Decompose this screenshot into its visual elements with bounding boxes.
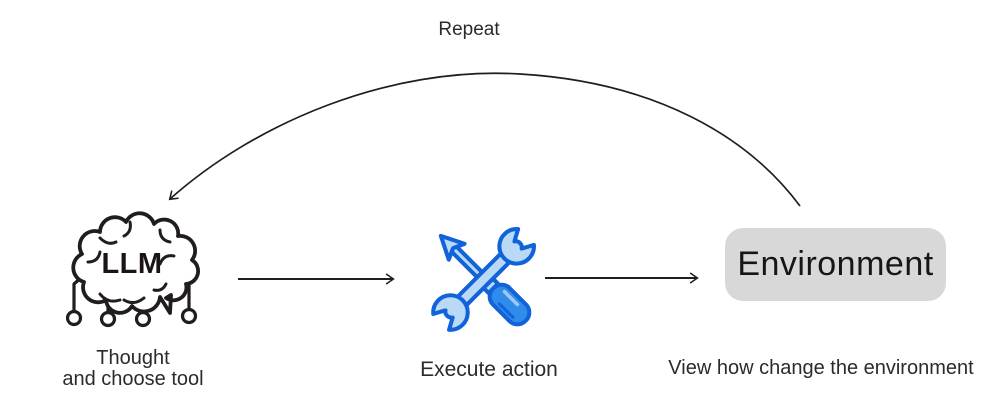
brain-circuit-icon: LLM bbox=[66, 211, 200, 328]
environment-node-label: Environment bbox=[737, 245, 934, 283]
repeat-loop-arrow bbox=[168, 72, 801, 207]
circuit-nodes bbox=[66, 307, 198, 328]
brain-outline bbox=[71, 211, 200, 315]
wrench bbox=[431, 227, 536, 332]
llm-node-label: LLM bbox=[101, 248, 162, 280]
llm-caption: Thought and choose tool bbox=[33, 348, 233, 390]
brain-folds bbox=[86, 220, 176, 305]
repeat-label: Repeat bbox=[438, 19, 500, 40]
crossed-wrench-and-screwdriver-icon bbox=[431, 227, 536, 332]
environment-caption: View how change the environment bbox=[668, 357, 974, 379]
environment-node: Environment bbox=[725, 228, 946, 301]
execute-action-caption: Execute action bbox=[420, 358, 558, 381]
llm-caption-line2: and choose tool bbox=[62, 368, 204, 390]
screwdriver bbox=[438, 233, 532, 327]
llm-caption-line1: Thought bbox=[96, 347, 170, 369]
